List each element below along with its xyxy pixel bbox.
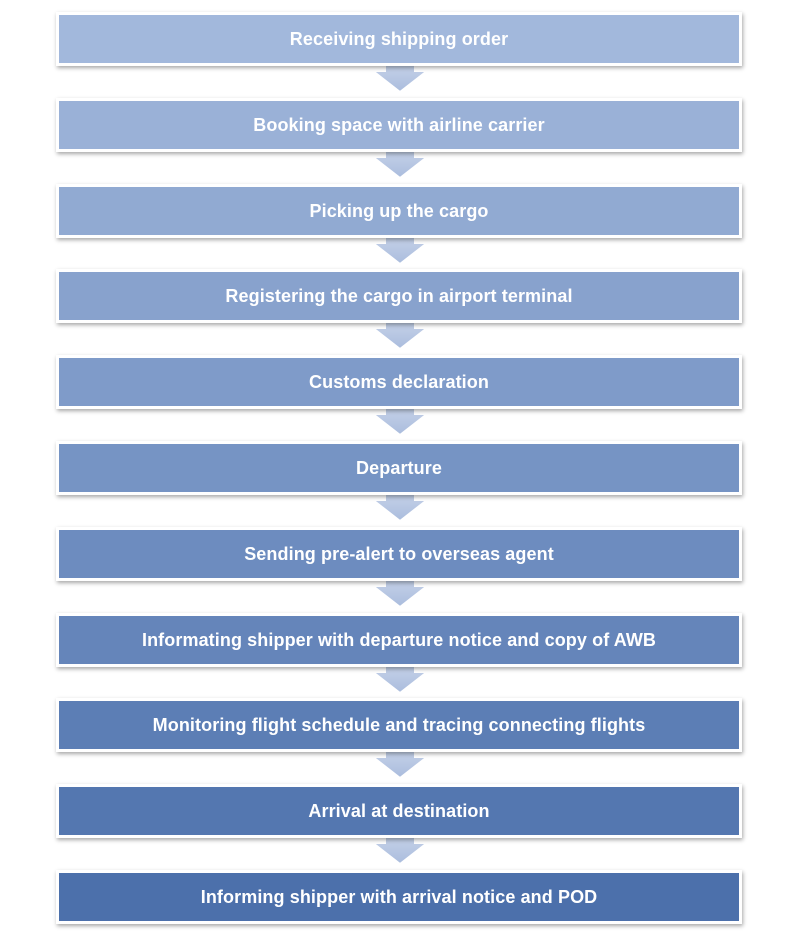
process-step-box: Registering the cargo in airport termina… (56, 269, 742, 323)
process-step-box: Departure (56, 441, 742, 495)
process-step-label: Informating shipper with departure notic… (141, 629, 657, 650)
process-step-label: Departure (356, 457, 442, 478)
process-step-label: Picking up the cargo (309, 200, 489, 221)
process-step-label: Sending pre-alert to overseas agent (244, 543, 554, 564)
process-step-label: Arrival at destination (308, 800, 490, 821)
process-step-box: Informing shipper with arrival notice an… (56, 870, 742, 924)
process-step-box: Picking up the cargo (56, 184, 742, 238)
process-step-label: Informing shipper with arrival notice an… (200, 886, 598, 907)
process-step-box: Arrival at destination (56, 784, 742, 838)
process-step-box: Booking space with airline carrier (56, 98, 742, 152)
process-step-box: Sending pre-alert to overseas agent (56, 527, 742, 581)
process-step-box: Receiving shipping order (56, 12, 742, 66)
process-step-box: Monitoring flight schedule and tracing c… (56, 698, 742, 752)
process-step-label: Receiving shipping order (289, 28, 509, 49)
process-step-box: Customs declaration (56, 355, 742, 409)
process-step-label: Customs declaration (309, 371, 489, 392)
process-step-box: Informating shipper with departure notic… (56, 613, 742, 667)
process-step-label: Monitoring flight schedule and tracing c… (152, 714, 646, 735)
process-step-label: Booking space with airline carrier (253, 114, 545, 135)
process-step-label: Registering the cargo in airport termina… (225, 285, 573, 306)
